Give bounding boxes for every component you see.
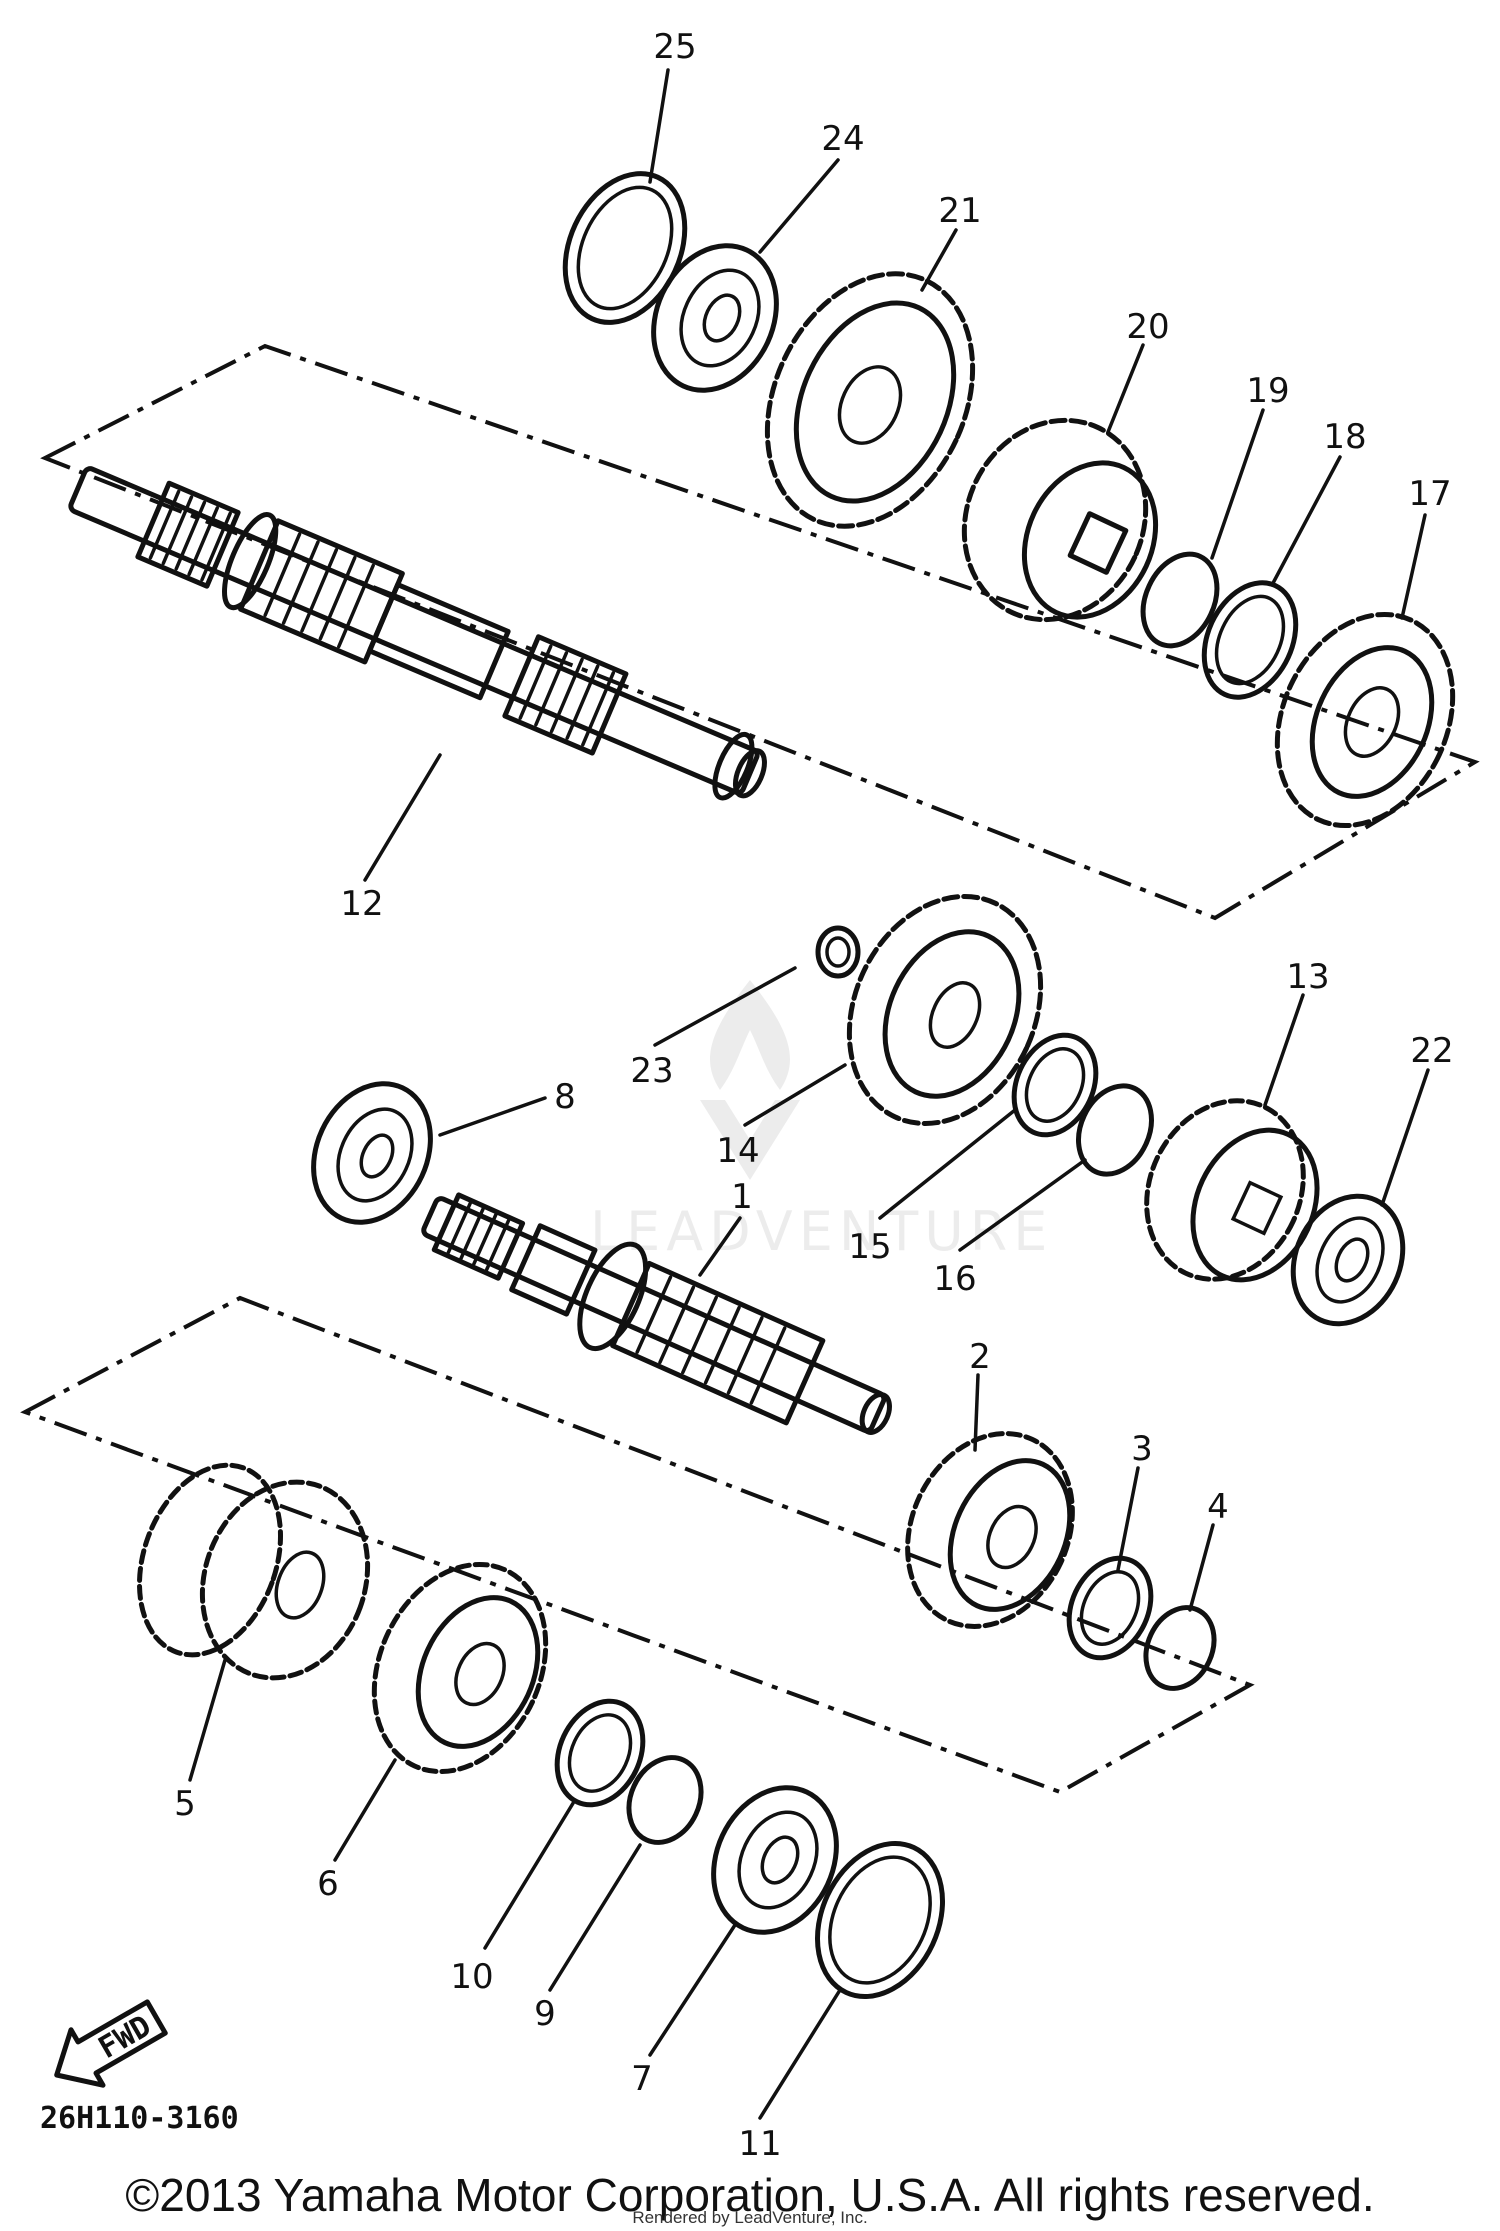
copyright-notice: ©2013 Yamaha Motor Corporation, U.S.A. A…: [125, 2169, 1375, 2221]
lower-group-outline: [20, 1295, 1255, 1795]
label-13: 13: [1286, 957, 1329, 997]
label-12: 12: [340, 884, 383, 924]
bearing-24: [651, 243, 779, 393]
gear-5: [137, 1462, 371, 1681]
circlip-9: [626, 1755, 704, 1845]
label-3: 3: [1131, 1429, 1153, 1469]
gear-2: [905, 1431, 1075, 1629]
gear-20: [961, 417, 1159, 623]
washer-15: [1011, 1032, 1099, 1138]
label-10: 10: [450, 1957, 493, 1997]
label-4: 4: [1207, 1487, 1229, 1527]
label-17: 17: [1408, 474, 1451, 514]
label-2: 2: [969, 1337, 991, 1377]
label-5: 5: [174, 1784, 196, 1824]
label-20: 20: [1126, 307, 1169, 347]
label-24: 24: [821, 119, 864, 159]
gear-14: [846, 893, 1044, 1127]
main-axle-shaft: [68, 466, 767, 801]
label-21: 21: [938, 191, 981, 231]
washer-10: [554, 1698, 646, 1808]
label-25: 25: [653, 27, 696, 67]
watermark-logo-icon: [690, 970, 810, 1190]
rendered-by-notice: Rendered by LeadVenture, Inc.: [632, 2208, 868, 2227]
label-18: 18: [1323, 417, 1366, 457]
drive-axle-shaft: [421, 1192, 892, 1435]
circlip-11: [815, 1840, 945, 2000]
circlip-16: [1076, 1083, 1154, 1177]
washer-18: [1201, 580, 1299, 700]
fwd-label: FWD: [93, 2009, 157, 2066]
circlip-4: [1143, 1605, 1217, 1691]
leader-lines: [188, 68, 1430, 2120]
collar-23: [815, 925, 861, 979]
label-1: 1: [731, 1177, 753, 1217]
label-15: 15: [848, 1227, 891, 1267]
gear-6: [371, 1561, 549, 1775]
label-23: 23: [630, 1051, 673, 1091]
label-8: 8: [554, 1077, 576, 1117]
gear-17: [1274, 611, 1456, 829]
part-labels: 25 24 21 20 19 18 17 12 23 14 13 22 8 1 …: [174, 27, 1453, 2164]
upper-group-outline: [40, 343, 1480, 921]
label-16: 16: [933, 1259, 976, 1299]
label-9: 9: [534, 1994, 556, 2034]
fwd-arrow-icon: FWD: [54, 1999, 168, 2088]
label-6: 6: [317, 1864, 339, 1904]
label-7: 7: [631, 2059, 653, 2099]
label-22: 22: [1410, 1031, 1453, 1071]
circlip-19: [1140, 551, 1220, 649]
bearing-8: [311, 1081, 433, 1225]
label-19: 19: [1246, 371, 1289, 411]
gear-21: [764, 271, 976, 529]
label-14: 14: [716, 1131, 759, 1171]
drawing-code: 26H110-3160: [40, 2101, 239, 2136]
bearing-22: [1290, 1193, 1406, 1327]
watermark: LEADVENTURE: [590, 1200, 1054, 1263]
label-11: 11: [738, 2124, 781, 2164]
bearing-7: [711, 1785, 839, 1935]
washer-3: [1066, 1555, 1154, 1661]
